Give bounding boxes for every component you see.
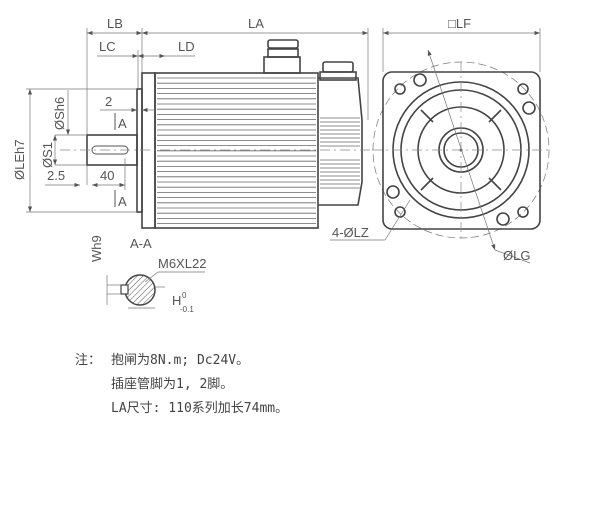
dim-H: H — [172, 293, 181, 308]
dim-LZ: 4-ØLZ — [332, 225, 369, 240]
cooling-fins — [157, 77, 316, 225]
section-mark-top: A — [118, 116, 127, 131]
power-connector — [263, 39, 301, 74]
thread-spec: M6XL22 — [158, 256, 206, 271]
mounting-holes — [386, 73, 536, 226]
dim-LG: ØLG — [503, 248, 530, 263]
dim-LC: LC — [99, 39, 116, 54]
section-title: A-A — [130, 236, 152, 251]
dim-LA: LA — [248, 16, 264, 31]
dim-Wh9: Wh9 — [89, 235, 104, 262]
dim-LF: □LF — [448, 16, 471, 31]
front-view: □LF ØLG 4-ØLZ — [330, 16, 550, 264]
dim-H-tol-upper: 0 — [182, 291, 187, 300]
dim-LD: LD — [178, 39, 195, 54]
dim-40: 40 — [100, 168, 114, 183]
note-line-3: LA尺寸: 110系列加长74mm。 — [111, 401, 289, 416]
note-line-2: 插座管脚为1, 2脚。 — [111, 377, 234, 392]
dim-2: 2 — [105, 94, 112, 109]
side-view: LB LA LC LD ØLEh7 — [12, 16, 372, 229]
dim-LB: LB — [107, 16, 123, 31]
dim-Sh6: ØSh6 — [52, 97, 67, 130]
section-mark-bottom: A — [118, 194, 127, 209]
dim-2.5: 2.5 — [47, 168, 65, 183]
note-line-1: 抱闸为8N.m; Dc24V。 — [111, 353, 250, 368]
notes-prefix: 注： — [75, 353, 102, 368]
dim-LEh7: ØLEh7 — [12, 140, 27, 180]
encoder-connector — [319, 61, 357, 81]
section-a-a: A-A Wh9 M6XL22 H 0 -0.1 — [89, 235, 206, 314]
dim-H-tol-lower: -0.1 — [180, 305, 194, 314]
dim-S1: ØS1 — [40, 142, 55, 168]
